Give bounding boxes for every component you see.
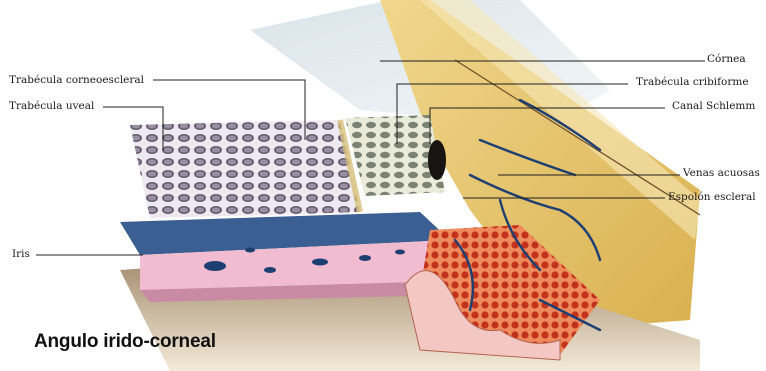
- label-espolon-escleral: Espolón escleral: [668, 191, 756, 203]
- label-trabecula-uveal: Trabécula uveal: [9, 100, 94, 112]
- canal-schlemm-shape: [428, 140, 446, 180]
- label-trabecula-cribiforme: Trabécula cribiforme: [636, 76, 749, 88]
- trabecula-uveal-block: [130, 122, 270, 218]
- label-iris: Iris: [12, 248, 30, 260]
- figure-title: Angulo irido-corneal: [34, 331, 216, 353]
- label-venas-acuosas: Venas acuosas: [683, 167, 760, 179]
- label-trabecula-corneoscleral: Trabécula corneoescleral: [9, 74, 144, 86]
- label-canal-schlemm: Canal Schlemm: [672, 100, 755, 112]
- label-cornea: Córnea: [707, 53, 746, 65]
